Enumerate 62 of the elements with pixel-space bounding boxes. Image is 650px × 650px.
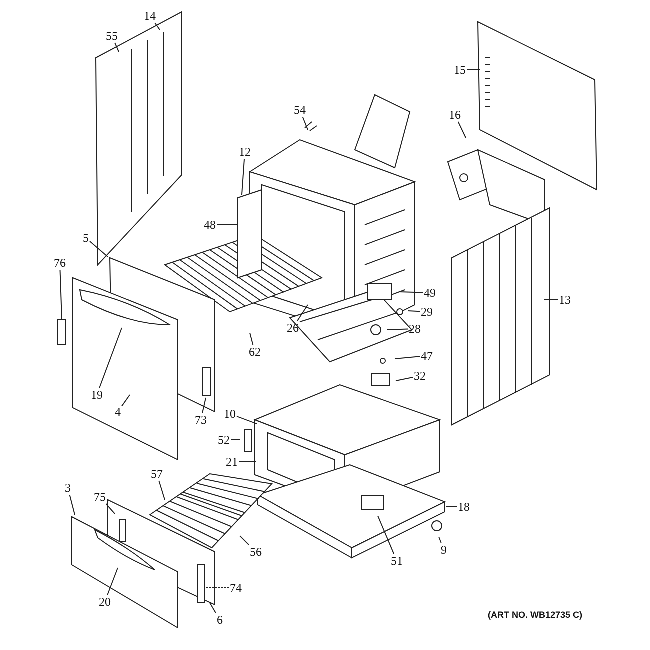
callout-number: 47 (421, 350, 433, 362)
leader-line (408, 310, 420, 312)
callout-number: 29 (421, 306, 433, 318)
callout-number: 3 (65, 482, 71, 494)
callout-number: 19 (91, 389, 103, 401)
leader-line (90, 240, 108, 258)
leader-line (398, 292, 424, 294)
leader-line (446, 506, 458, 508)
callout-number: 16 (449, 109, 461, 121)
callout-number: 55 (106, 30, 118, 42)
leader-line (106, 504, 116, 514)
leader-line (202, 398, 206, 414)
callout-number: 6 (217, 614, 223, 626)
callout-number: 13 (559, 294, 571, 306)
callout-number: 14 (144, 10, 156, 22)
callout-number: 18 (458, 501, 470, 513)
callout-number: 76 (54, 257, 66, 269)
callout-number: 5 (83, 232, 89, 244)
leader-line (394, 356, 420, 360)
leader-line (250, 332, 254, 346)
leader-line (210, 602, 216, 614)
callout-number: 48 (204, 219, 216, 231)
callout-number: 62 (249, 346, 261, 358)
callout-number: 4 (115, 406, 121, 418)
leader-line (302, 116, 308, 130)
leader-line (158, 480, 166, 500)
leader-line (240, 536, 250, 546)
callout-number: 52 (218, 434, 230, 446)
leader-line (69, 494, 76, 516)
callout-number: 75 (94, 491, 106, 503)
callout-number: 20 (99, 596, 111, 608)
callout-number: 21 (226, 456, 238, 468)
callout-number: 57 (151, 468, 163, 480)
leader-line (242, 158, 245, 196)
leader-line (154, 22, 160, 30)
art-number-note: (ART NO. WB12735 C) (488, 610, 583, 620)
leader-line (114, 42, 120, 52)
callout-number: 32 (414, 370, 426, 382)
leader-line (458, 122, 466, 138)
leader-line (107, 568, 118, 596)
callout-number: 74 (230, 582, 242, 594)
callout-number: 12 (239, 146, 251, 158)
callout-number: 51 (391, 555, 403, 567)
leader-line (396, 376, 414, 382)
callout-number: 54 (294, 104, 306, 116)
callout-number: 28 (409, 323, 421, 335)
leader-line (386, 328, 408, 330)
leader-line (438, 536, 442, 544)
callout-number: 49 (424, 287, 436, 299)
callout-number: 26 (287, 322, 299, 334)
leader-line (236, 416, 258, 424)
leader-line (378, 516, 395, 554)
callout-number: 73 (195, 414, 207, 426)
callout-number: 56 (250, 546, 262, 558)
leader-line (99, 328, 122, 388)
callout-number: 9 (441, 544, 447, 556)
callout-number: 10 (224, 408, 236, 420)
leader-line (60, 270, 62, 320)
leader-line (216, 224, 238, 226)
callout-number: 15 (454, 64, 466, 76)
leader-line (122, 394, 130, 407)
leader-line (297, 304, 308, 322)
